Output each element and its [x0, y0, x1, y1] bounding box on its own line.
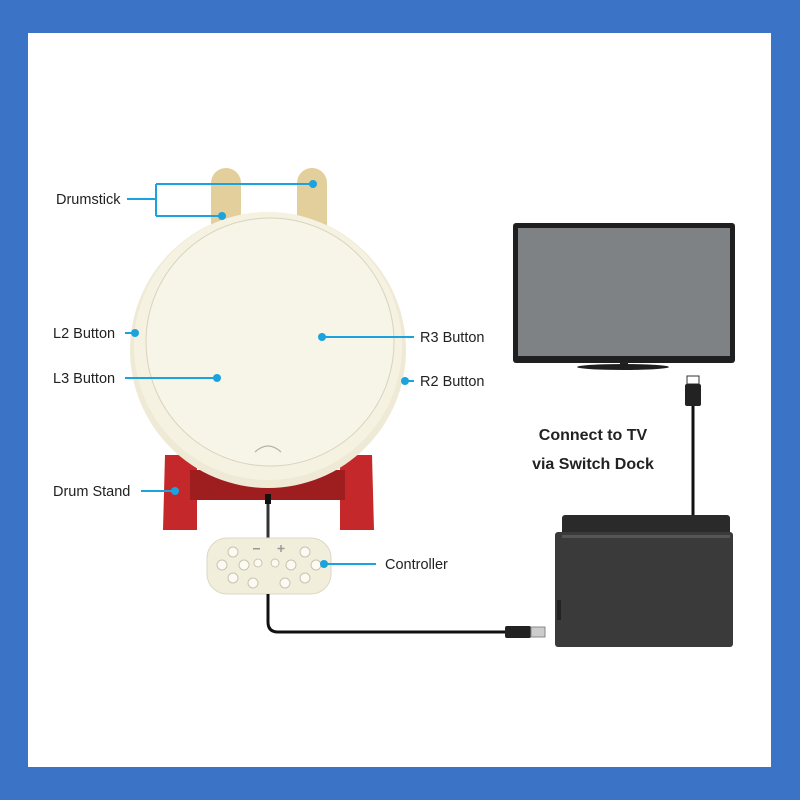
tv	[513, 223, 735, 370]
callout-l3-button	[125, 374, 221, 382]
usb-plug-icon	[505, 626, 546, 638]
minus-icon	[253, 548, 260, 550]
callout-drum-stand	[141, 487, 179, 495]
switch-dock	[555, 515, 733, 647]
caption-line-1: Connect to TV	[539, 427, 648, 444]
usb-cable	[266, 594, 512, 634]
label-drum-stand: Drum Stand	[53, 484, 130, 500]
callout-r3-button	[318, 333, 414, 341]
label-drumstick: Drumstick	[56, 192, 121, 208]
caption-line-2: via Switch Dock	[532, 456, 654, 473]
plus-icon	[277, 545, 285, 552]
label-controller: Controller	[385, 557, 448, 573]
callout-r2-button	[401, 377, 414, 385]
drum	[130, 212, 406, 488]
callout-controller	[320, 560, 376, 568]
label-l3-button: L3 Button	[53, 371, 115, 387]
callout-drumstick	[127, 180, 317, 220]
hdmi-plug-icon	[685, 375, 701, 406]
label-r2-button: R2 Button	[420, 374, 485, 390]
label-l2-button: L2 Button	[53, 326, 115, 342]
controller	[206, 537, 332, 595]
drum-cable-connector	[265, 494, 271, 504]
callout-l2-button	[125, 329, 139, 337]
label-r3-button: R3 Button	[420, 330, 485, 346]
